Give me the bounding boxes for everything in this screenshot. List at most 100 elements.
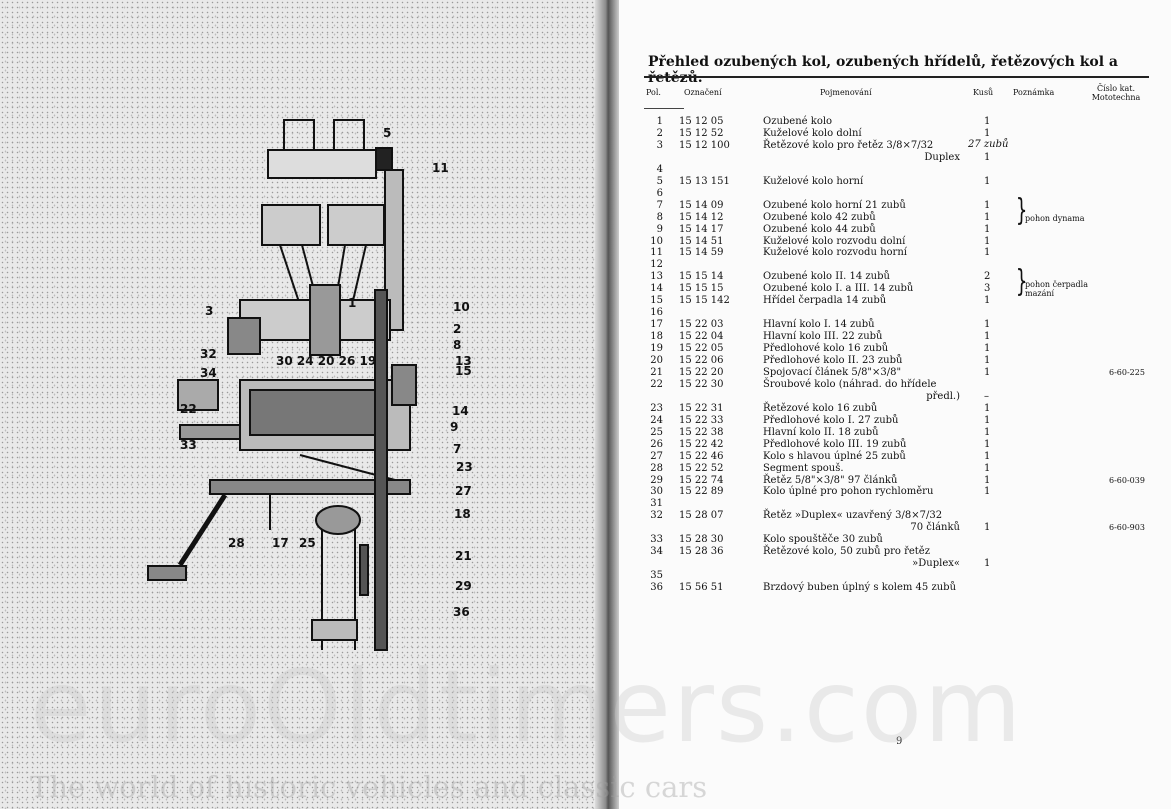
row-position: 11 [650,247,663,259]
row-name: Řetěz »Duplex« uzavřený 3/8×7/32 [763,510,943,522]
row-quantity: 1 [984,151,991,163]
callout-label: 1 [348,296,357,310]
row-position: 9 [656,223,663,235]
row-catalog-number: 6-60-039 [1109,475,1145,485]
row-code: 15 12 52 [679,127,724,139]
row-name: Předlohové kolo III. 19 zubů [763,438,907,450]
row-code: 15 28 36 [679,546,724,558]
row-quantity: 1 [984,450,991,462]
row-code: 15 22 20 [679,366,724,378]
row-name: Řetězové kolo pro řetěz 3/8×7/32 [763,139,934,151]
row-code: 15 14 59 [679,247,724,259]
callout-label: 27 [455,484,472,498]
row-position: 6 [656,187,663,199]
row-code: 15 22 31 [679,402,724,414]
row-name: Kolo spouštěče 30 zubů [763,534,883,546]
row-code: 15 14 12 [679,211,724,223]
row-quantity: – [984,390,989,402]
row-code: 15 22 05 [679,343,724,355]
row-name: Kuželové kolo horní [763,175,864,187]
watermark-brand: euroOldtimers.com [30,648,1024,765]
row-quantity: 1 [984,199,991,211]
row-name: Ozubené kolo I. a III. 14 zubů [763,283,914,295]
row-quantity: 1 [984,438,991,450]
row-quantity: 1 [984,486,991,498]
callout-label: 36 [453,605,470,619]
row-position: 24 [650,414,663,426]
row-quantity: 3 [984,283,991,295]
row-name-continuation: 70 článků [910,522,960,534]
brace-dynamo: } [1015,193,1028,228]
row-quantity: 1 [984,247,991,259]
header-code: Označení [684,88,722,97]
row-code: 15 22 46 [679,450,724,462]
row-code: 15 28 07 [679,510,724,522]
row-position: 5 [656,175,663,187]
callout-label: 32 [200,347,217,361]
row-quantity: 1 [984,319,991,331]
row-code: 15 15 142 [679,295,730,307]
row-position: 16 [650,307,663,319]
row-code: 15 14 09 [679,199,724,211]
title-rule [644,76,1149,78]
row-code: 15 15 14 [679,271,724,283]
row-code: 15 14 51 [679,235,724,247]
row-code: 15 12 05 [679,116,724,127]
row-quantity: 1 [984,116,991,127]
row-position: 26 [650,438,663,450]
callout-label: 17 [272,536,289,550]
row-name: Ozubené kolo 44 zubů [763,223,876,235]
row-quantity: 1 [984,474,991,486]
row-quantity: 1 [984,402,991,414]
row-name: Kuželové kolo dolní [763,127,862,139]
note-pump: pohon čerpadla mazání [1025,280,1088,298]
row-quantity: 1 [984,558,991,570]
row-position: 25 [650,426,663,438]
row-code: 15 28 30 [679,534,724,546]
row-quantity: 2 [984,271,991,283]
row-name-continuation: Duplex [924,151,960,163]
row-name: Kolo s hlavou úplné 25 zubů [763,450,906,462]
header-rule [644,108,684,109]
row-code: 15 22 33 [679,414,724,426]
row-position: 32 [650,510,663,522]
row-name: Ozubené kolo horní 21 zubů [763,199,906,211]
row-name: Hlavní kolo I. 14 zubů [763,319,875,331]
row-position: 21 [650,366,663,378]
callout-label: 21 [455,549,472,563]
row-position: 10 [650,235,663,247]
row-quantity: 1 [984,414,991,426]
callout-label: 28 [228,536,245,550]
row-position: 18 [650,331,663,343]
row-position: 19 [650,343,663,355]
row-code: 15 22 52 [679,462,724,474]
row-position: 12 [650,259,663,271]
row-position: 35 [650,570,663,582]
callout-label: 29 [455,579,472,593]
row-name: Kuželové kolo rozvodu dolní [763,235,906,247]
row-position: 23 [650,402,663,414]
row-position: 2 [656,127,663,139]
row-code: 15 56 51 [679,582,724,594]
callout-label: 10 [453,300,470,314]
row-quantity: 1 [984,331,991,343]
row-position: 7 [656,199,663,211]
row-catalog-number: 6-60-903 [1109,523,1145,533]
row-code: 15 12 100 [679,139,730,151]
callout-label: 3 [205,304,214,318]
row-quantity: 1 [984,175,991,187]
row-name: Předlohové kolo 16 zubů [763,343,889,355]
row-name-continuation: »Duplex« [912,558,960,570]
row-position: 3 [656,139,663,151]
row-position: 31 [650,498,663,510]
row-name: Ozubené kolo 42 zubů [763,211,876,223]
callout-label: 22 [180,402,197,416]
drive-chain [311,505,369,650]
callout-label: 14 [452,404,469,418]
row-code: 15 15 15 [679,283,724,295]
row-quantity: 1 [984,211,991,223]
cylinders [261,119,404,331]
row-code: 15 14 17 [679,223,724,235]
row-position: 1 [656,116,663,127]
row-position: 27 [650,450,663,462]
